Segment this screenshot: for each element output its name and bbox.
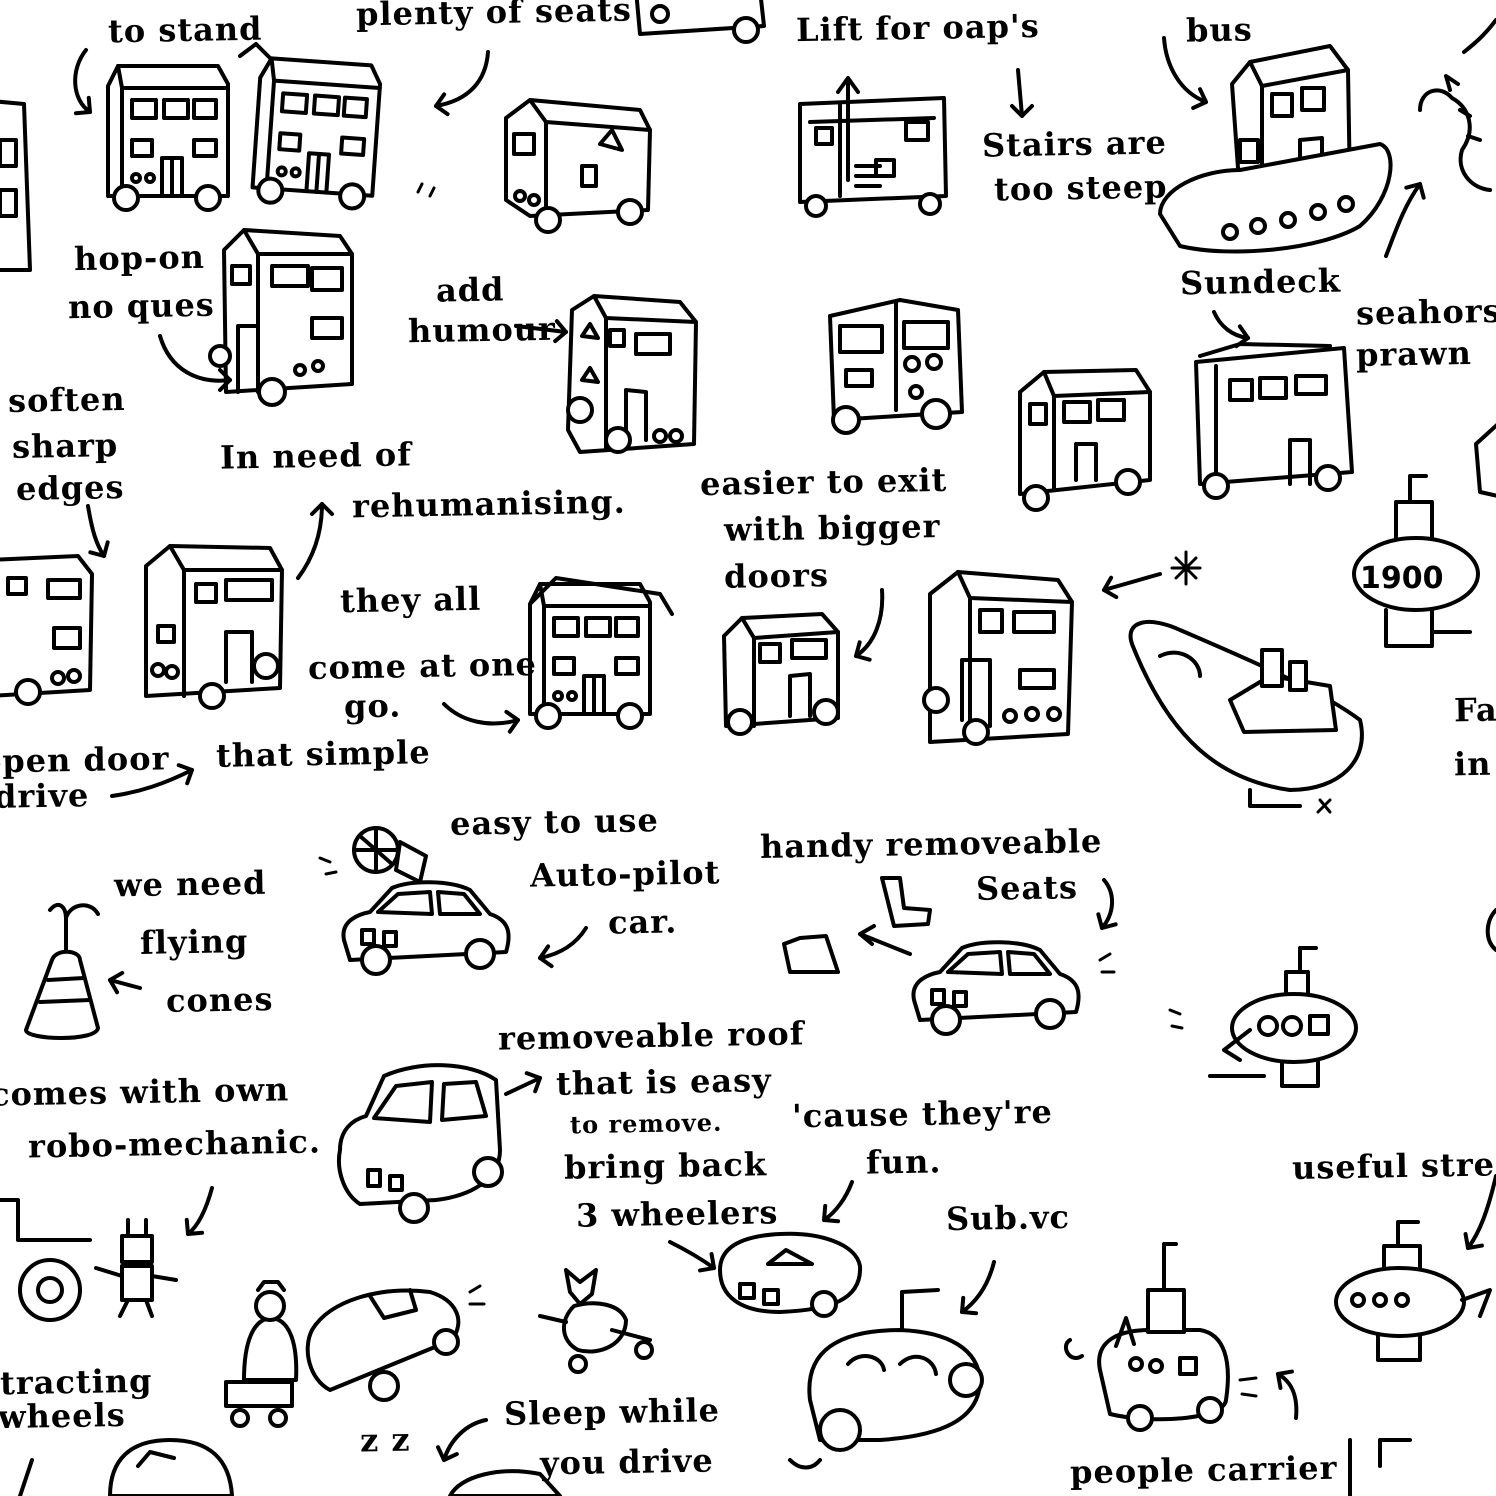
label-roof-1: removeable roof — [497, 1014, 805, 1058]
label-sleep-2: you drive — [539, 1441, 715, 1483]
label-hop-on-2: no ques — [67, 285, 216, 327]
robo-mechanic — [0, 1198, 178, 1322]
label-stairs-2: too steep — [993, 167, 1168, 209]
removable-seats-car — [782, 876, 1116, 1036]
label-add-2: humour — [407, 309, 557, 351]
label-easy-2: Auto-pilot — [529, 853, 721, 895]
flying-cone — [24, 902, 100, 1040]
label-seahorse-2: prawn — [1355, 333, 1473, 375]
label-fa-2: in — [1453, 744, 1492, 784]
label-sub: Sub.vc — [945, 1197, 1071, 1239]
label-seahorse-1: seahorse — [1355, 291, 1496, 333]
partial-car-top — [634, 0, 766, 44]
label-cause-2: fun. — [865, 1142, 942, 1182]
label-bring-1: bring back — [563, 1145, 768, 1187]
twin-buses — [106, 42, 436, 212]
label-exit-2: with bigger — [723, 507, 941, 549]
label-flying: flying — [139, 922, 249, 962]
label-soften-1: soften — [7, 379, 126, 421]
double-front-bus — [828, 298, 964, 435]
seahorse-doodle — [1418, 74, 1492, 192]
label-easy-1: easy to use — [449, 801, 660, 843]
label-exit-3: doors — [723, 556, 830, 596]
partial-bus-left — [0, 99, 32, 272]
arrows — [73, 18, 1496, 1466]
label-simple: that simple — [215, 733, 431, 775]
partial-edge-right — [1474, 423, 1496, 498]
label-come-2: come at one — [307, 645, 538, 687]
autopilot-car — [318, 826, 511, 976]
label-people: people carrier — [1069, 1448, 1338, 1492]
label-comes: comes with own — [0, 1070, 290, 1114]
label-open-1: open door — [0, 739, 170, 781]
sundeck-bus — [1194, 342, 1354, 500]
rehumanising-bus — [144, 544, 284, 710]
big-door-bus — [922, 570, 1074, 746]
label-roof-3: to remove. — [569, 1107, 723, 1140]
label-need-2: rehumanising. — [351, 482, 627, 526]
label-bring-2: 3 wheelers — [575, 1193, 779, 1235]
label-tracting-2: wheels — [0, 1395, 127, 1437]
submarine-1900 — [1352, 474, 1480, 648]
label-hop-on-1: hop-on — [73, 237, 206, 279]
label-tracting-1: tracting — [0, 1361, 153, 1403]
removable-roof-car — [337, 1063, 504, 1224]
label-stairs-1: Stairs are — [981, 123, 1168, 165]
small-bus — [722, 612, 840, 736]
label-add-1: add — [435, 270, 505, 310]
label-sundeck: Sundeck — [1179, 261, 1342, 303]
submarine-number: 1900 — [1360, 561, 1444, 596]
label-seats: Seats — [975, 868, 1079, 908]
label-zz: z z — [359, 1420, 411, 1460]
label-cause-1: 'cause they're — [791, 1092, 1054, 1136]
come-at-once-bus — [528, 576, 674, 730]
alarm-clock-car — [224, 1280, 486, 1428]
hop-on-bus — [208, 228, 354, 407]
partial-edge-right-2 — [1485, 908, 1496, 952]
bus-boat — [1158, 44, 1393, 254]
lift-bus — [798, 76, 948, 218]
label-bus: bus — [1185, 10, 1253, 50]
label-soften-3: edges — [15, 468, 125, 508]
soften-bus — [0, 554, 94, 706]
label-easy-3: car. — [607, 902, 678, 942]
sub-car — [788, 1288, 984, 1470]
label-come-1: they all — [339, 579, 482, 621]
label-handy: handy removeable — [759, 822, 1103, 866]
fox-on-scooter — [538, 1268, 654, 1374]
three-wheeler — [718, 1231, 863, 1318]
humour-bus — [566, 294, 698, 454]
label-useful: useful strea — [1291, 1145, 1496, 1187]
label-plenty-of-seats: plenty of seats — [355, 0, 633, 34]
label-need-1: In need of — [219, 435, 413, 477]
submarine-right — [1168, 946, 1358, 1088]
cube-bus — [504, 98, 652, 234]
label-cones: cones — [165, 980, 274, 1020]
submarine-bottom-right — [1334, 1220, 1492, 1496]
label-open-2: drive — [0, 776, 90, 816]
label-fa-1: Fa — [1453, 690, 1496, 730]
label-soften-2: sharp — [11, 426, 119, 466]
partial-car-bottom — [18, 1438, 562, 1496]
label-robo: robo-mechanic. — [27, 1122, 322, 1166]
label-to-stand: to stand — [107, 9, 263, 51]
label-we-need: we need — [113, 863, 267, 905]
label-exit-1: easier to exit — [699, 460, 948, 504]
bus-right-1 — [1018, 368, 1152, 512]
label-sleep-1: Sleep while — [503, 1391, 721, 1433]
label-come-3: go. — [343, 686, 402, 726]
cargo-ship — [1128, 619, 1364, 814]
label-lift-for-oaps: Lift for oap's — [795, 6, 1041, 50]
label-roof-2: that is easy — [555, 1061, 773, 1103]
people-carrier — [1063, 1242, 1258, 1432]
